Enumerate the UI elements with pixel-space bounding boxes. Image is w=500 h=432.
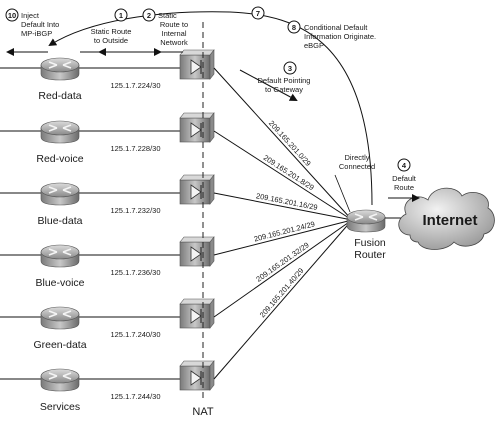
svg-text:Inject: Inject bbox=[21, 11, 40, 20]
nat-device bbox=[179, 112, 215, 143]
svg-text:10: 10 bbox=[8, 11, 16, 20]
svg-text:Static Route: Static Route bbox=[91, 27, 132, 36]
nat-to-fusion-link bbox=[213, 130, 353, 221]
svg-text:2: 2 bbox=[147, 11, 151, 20]
subnet-label: 125.1.7.240/30 bbox=[110, 330, 160, 339]
svg-text:Network: Network bbox=[160, 38, 188, 47]
link-subnet-label: 209.165.201.16/29 bbox=[255, 191, 318, 212]
segment-router-label: Green-data bbox=[33, 339, 86, 351]
nat-device bbox=[179, 174, 215, 205]
segment-router-label: Blue-data bbox=[38, 215, 83, 227]
subnet-label: 125.1.7.224/30 bbox=[110, 81, 160, 90]
svg-text:Default Pointing: Default Pointing bbox=[258, 76, 311, 85]
step-2-callout: 2 Static Route to Internal Network bbox=[142, 8, 188, 47]
subnet-label: 125.1.7.232/30 bbox=[110, 206, 160, 215]
svg-text:to Outside: to Outside bbox=[94, 36, 128, 45]
step-3-callout: 3 Default Pointing to Gateway bbox=[258, 61, 311, 94]
svg-text:to Gateway: to Gateway bbox=[265, 85, 303, 94]
svg-text:Static: Static bbox=[158, 11, 177, 20]
nat-to-fusion-link bbox=[213, 219, 353, 256]
svg-text:Internal: Internal bbox=[161, 29, 186, 38]
segment-router-label: Red-voice bbox=[36, 153, 83, 165]
step-7-callout: 7 bbox=[251, 6, 265, 20]
svg-text:7: 7 bbox=[256, 9, 260, 18]
svg-text:Default: Default bbox=[392, 174, 417, 183]
subnet-label: 125.1.7.244/30 bbox=[110, 392, 160, 401]
svg-text:eBGP: eBGP bbox=[304, 41, 324, 50]
subnet-label: 125.1.7.236/30 bbox=[110, 268, 160, 277]
segment-router bbox=[40, 244, 80, 268]
svg-text:3: 3 bbox=[288, 64, 292, 73]
nat-to-fusion-link bbox=[213, 192, 353, 221]
svg-text:MP-iBGP: MP-iBGP bbox=[21, 29, 52, 38]
directly-connected-pointer bbox=[334, 174, 351, 213]
step-10-callout: 10 Inject Default Into MP-iBGP bbox=[5, 8, 59, 38]
segment-router-label: Services bbox=[40, 401, 80, 413]
svg-text:Route: Route bbox=[394, 183, 414, 192]
step-4-callout: 4 Default Route bbox=[392, 158, 417, 192]
svg-text:Directly: Directly bbox=[344, 153, 369, 162]
nat-device bbox=[179, 360, 215, 391]
svg-text:8: 8 bbox=[292, 23, 296, 32]
nat-device bbox=[179, 298, 215, 329]
fusion-router-label-line1: Fusion bbox=[354, 237, 386, 249]
segment-router bbox=[40, 182, 80, 206]
internet-cloud bbox=[398, 187, 495, 250]
svg-text:Information Originate.: Information Originate. bbox=[304, 32, 376, 41]
segment-router-label: Red-data bbox=[38, 90, 81, 102]
nat-to-fusion-link bbox=[213, 67, 353, 221]
nat-to-fusion-link bbox=[213, 219, 353, 380]
svg-text:Connected: Connected bbox=[339, 162, 375, 171]
fusion-router bbox=[346, 209, 386, 233]
nat-label: NAT bbox=[192, 406, 213, 418]
svg-text:Route to: Route to bbox=[160, 20, 188, 29]
segment-router bbox=[40, 306, 80, 330]
svg-text:1: 1 bbox=[119, 11, 123, 20]
segment-router-label: Blue-voice bbox=[35, 277, 84, 289]
step-3-arrow bbox=[239, 69, 298, 101]
segment-router bbox=[40, 57, 80, 81]
nat-to-fusion-link bbox=[213, 219, 353, 318]
step-7-8-curve-arrow bbox=[48, 11, 373, 206]
subnet-label: 125.1.7.228/30 bbox=[110, 144, 160, 153]
step-8-callout: 8 Conditional Default Information Origin… bbox=[287, 20, 376, 50]
nat-device bbox=[179, 236, 215, 267]
svg-text:Default Into: Default Into bbox=[21, 20, 59, 29]
internet-label: Internet bbox=[422, 212, 477, 229]
nat-device bbox=[179, 49, 215, 80]
step-1-callout: 1 Static Route to Outside bbox=[91, 8, 132, 45]
segment-router bbox=[40, 120, 80, 144]
svg-text:4: 4 bbox=[402, 161, 407, 170]
segment-router bbox=[40, 368, 80, 392]
svg-text:Conditional Default: Conditional Default bbox=[304, 23, 368, 32]
fusion-router-label-line2: Router bbox=[354, 249, 386, 261]
directly-connected-note: Directly Connected bbox=[339, 153, 375, 171]
